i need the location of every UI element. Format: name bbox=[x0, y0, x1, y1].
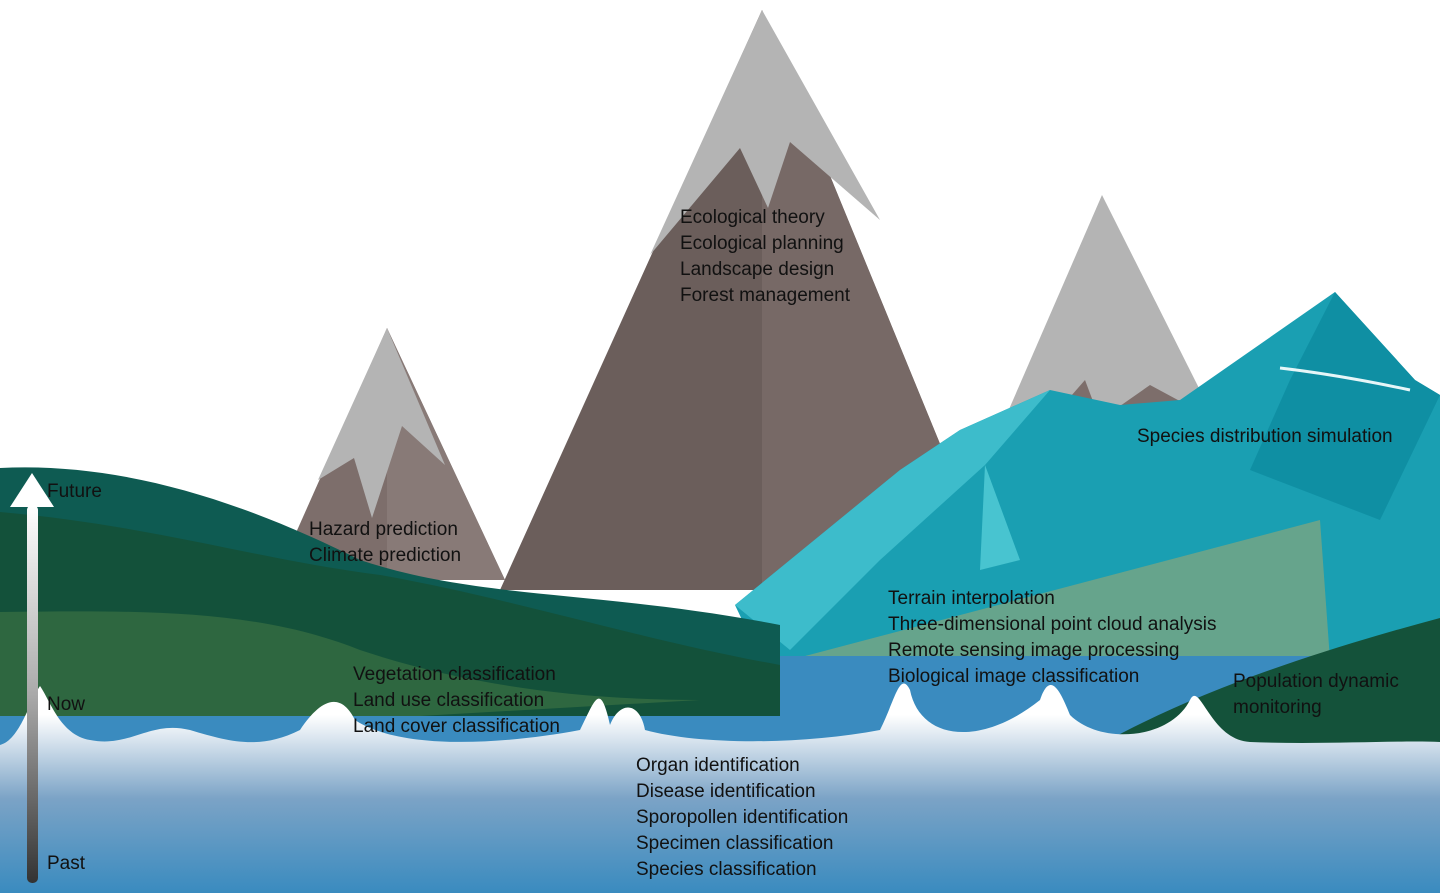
sea bbox=[0, 683, 1440, 893]
label: Land cover classification bbox=[353, 716, 560, 737]
label: Vegetation classification bbox=[353, 664, 556, 685]
big-mountain-labels: Ecological theory Ecological planning La… bbox=[680, 205, 850, 309]
land-labels: Vegetation classification Land use class… bbox=[353, 662, 560, 740]
terrain-labels: Terrain interpolation Three-dimensional … bbox=[888, 586, 1216, 690]
timeline-future-label: Future bbox=[47, 481, 102, 502]
label: Disease identification bbox=[636, 781, 816, 802]
teal-mountain-labels: Species distribution simulation bbox=[1137, 424, 1393, 450]
label: Remote sensing image processing bbox=[888, 640, 1180, 661]
label: Forest management bbox=[680, 285, 851, 306]
label: Hazard prediction bbox=[309, 519, 458, 540]
label: Ecological theory bbox=[680, 207, 825, 228]
label: Ecological planning bbox=[680, 233, 844, 254]
sea-labels: Organ identification Disease identificat… bbox=[636, 753, 848, 883]
timeline-now-label: Now bbox=[47, 694, 86, 715]
label: monitoring bbox=[1233, 697, 1322, 718]
label: Climate prediction bbox=[309, 545, 462, 566]
green-hill-labels: Population dynamic monitoring bbox=[1233, 669, 1399, 721]
label: Organ identification bbox=[636, 755, 800, 776]
forest bbox=[0, 467, 870, 740]
label: Land use classification bbox=[353, 690, 545, 711]
label: Species classification bbox=[636, 859, 817, 880]
timeline-past-label: Past bbox=[47, 853, 86, 874]
label: Biological image classification bbox=[888, 666, 1140, 687]
left-mountain bbox=[275, 328, 505, 580]
label: Three-dimensional point cloud analysis bbox=[888, 614, 1217, 635]
teal-mountain bbox=[735, 292, 1440, 700]
label: Specimen classification bbox=[636, 833, 834, 854]
label: Terrain interpolation bbox=[888, 588, 1055, 609]
label: Sporopollen identification bbox=[636, 807, 849, 828]
left-mountain-labels: Hazard prediction Climate prediction bbox=[309, 517, 461, 569]
label: Population dynamic bbox=[1233, 671, 1399, 692]
label: Species distribution simulation bbox=[1137, 426, 1393, 447]
label: Landscape design bbox=[680, 259, 835, 280]
right-gray-mountain bbox=[1000, 195, 1220, 430]
time-arrow bbox=[10, 473, 54, 883]
